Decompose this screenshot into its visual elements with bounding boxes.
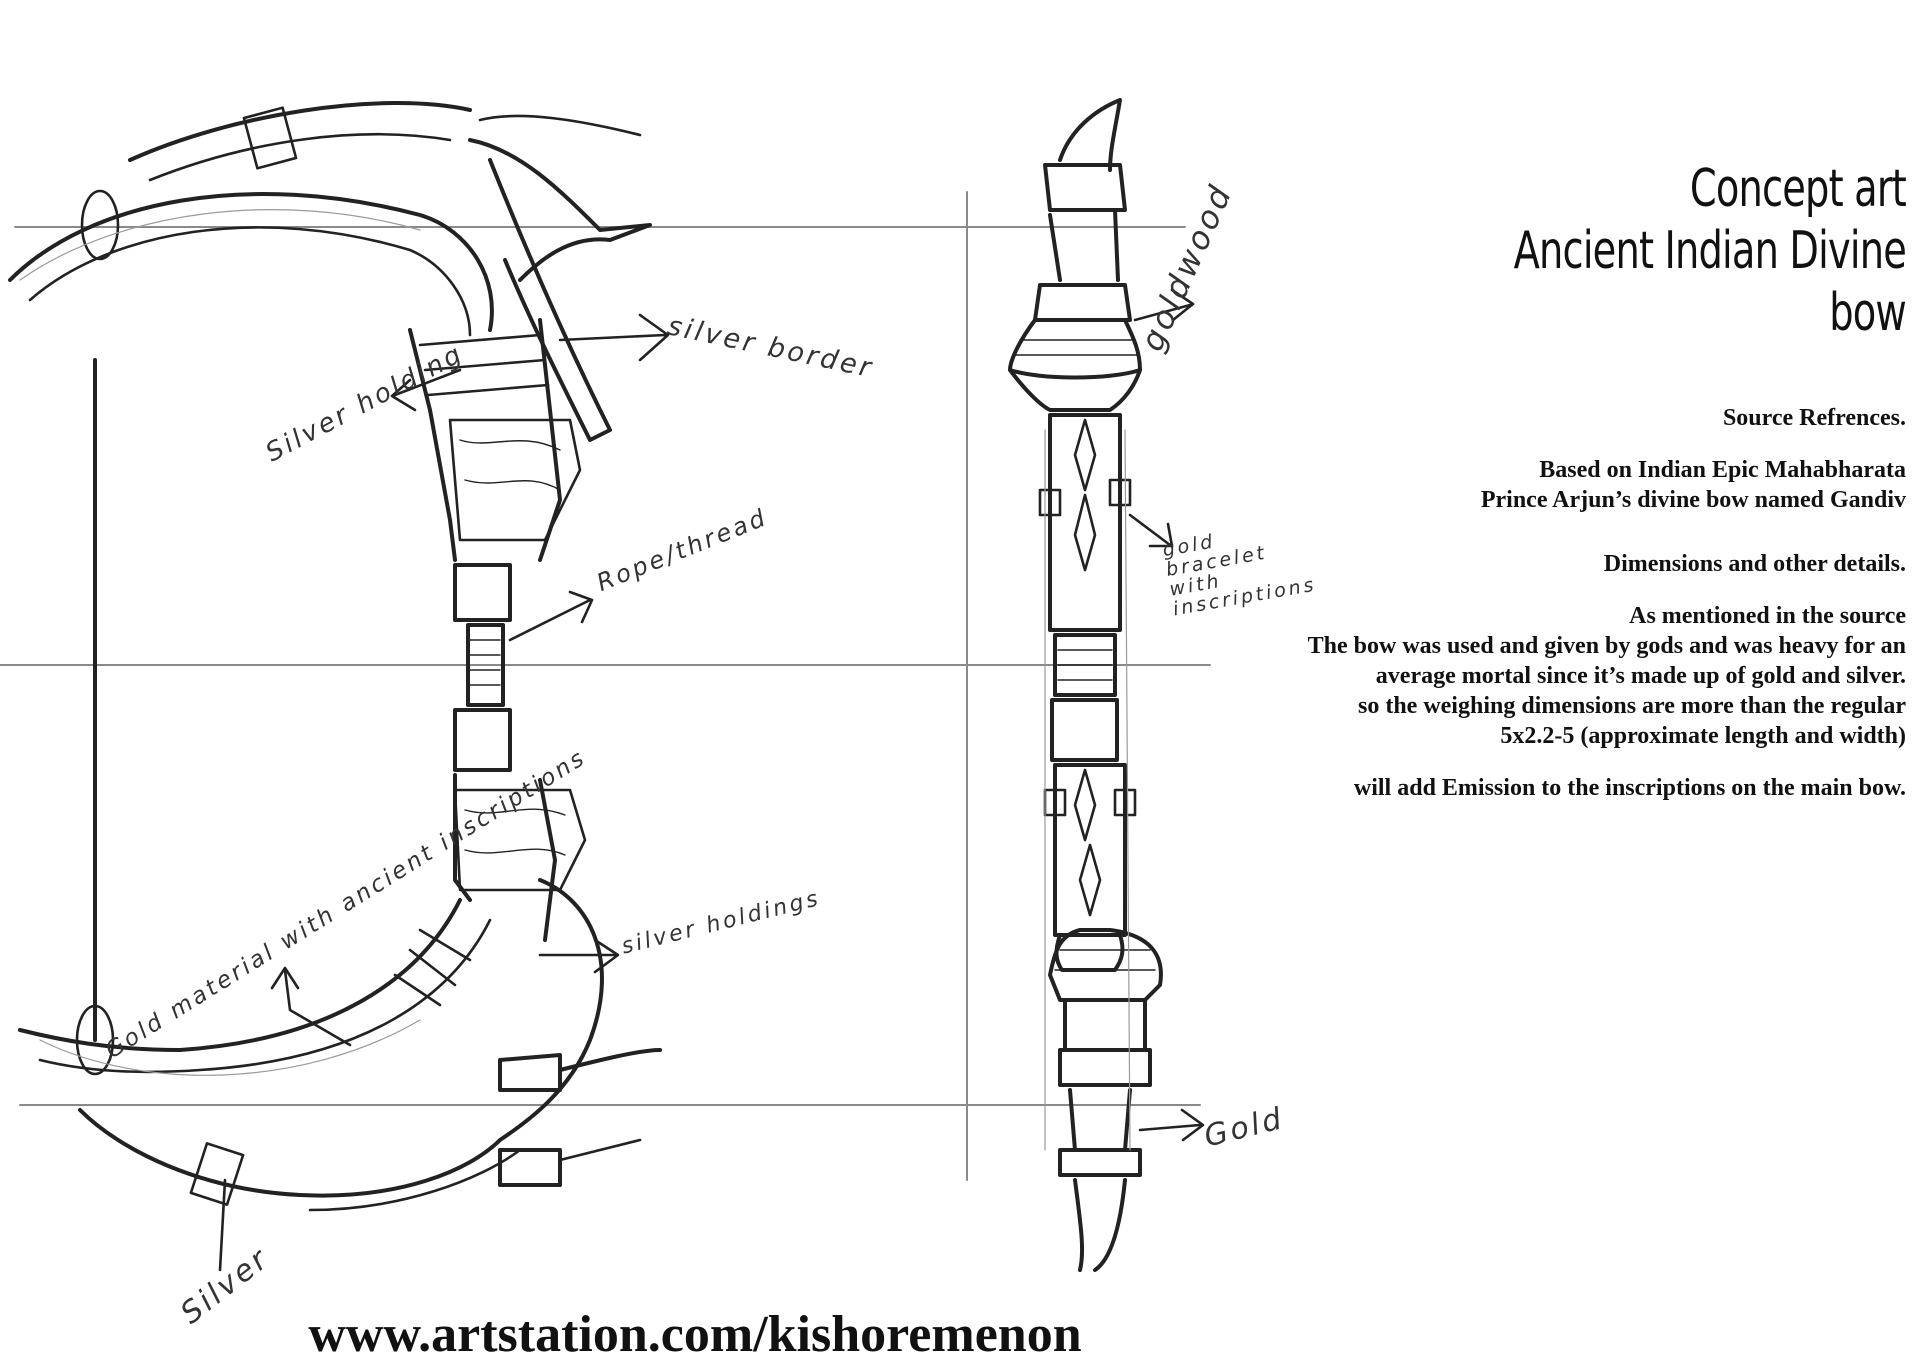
side-construction-lines [1044,429,1131,1151]
arrow-silver-holding-top [390,368,462,412]
bow-side-view [1008,98,1163,1272]
side-bulb-top [1008,318,1142,380]
top-claw [468,138,652,282]
side-bulb-top-lines [1014,339,1139,356]
bottom-band [189,1142,245,1206]
arrow-gold-bracelet [1128,513,1174,548]
grip-cap-bottom [453,708,512,772]
side-diamonds-bottom [1073,768,1102,917]
top-upper-prong [128,101,472,162]
top-upper-prong-inner [148,133,452,182]
top-limb-inner [28,226,472,337]
side-bulb-bottom [1048,928,1163,1002]
arrow-silver-bottom [218,1178,227,1272]
riser-engraving-top [459,439,561,491]
details-line-2: The bow was used and given by gods and w… [1307,633,1906,659]
top-limb-outer [8,192,494,332]
bottom-clasp [498,1053,562,1092]
side-grip-bottom [1050,698,1119,762]
side-bulb-bottom-lines [1054,949,1156,971]
side-ring-bottom [1058,1148,1142,1177]
source-line-2: Prince Arjun’s divine bow named Gandiv [1480,487,1906,513]
riser-right-bottom [538,778,557,942]
details-line-5: 5x2.2-5 (approximate length and width) [1500,723,1906,749]
riser-wrap-top [418,333,550,397]
top-spike [488,158,612,442]
side-tip-bottom [1073,1178,1127,1272]
details-line-1: As mentioned in the source [1629,603,1906,629]
top-band [242,106,298,170]
source-heading: Source Refrences. [1722,405,1906,431]
bottom-hook [498,878,604,1142]
side-cap-top [1043,163,1127,212]
riser-left-top [408,328,457,562]
bottom-lower-prong-inner [308,1148,522,1212]
bottom-limb-outer [18,898,462,1052]
details-line-3: average mortal since it’s made up of gol… [1375,663,1906,689]
side-crown-top [1033,283,1132,322]
details-line-4: so the weighing dimensions are more than… [1357,693,1906,719]
top-string-knot [80,189,120,261]
side-studs-top [1038,478,1132,517]
arrow-gold-bottom [1138,1108,1205,1142]
grip-cap-top [453,563,512,622]
side-tip-top [1058,98,1122,172]
side-shaft-bottom [1063,998,1147,1052]
emission-line: will add Emission to the inscriptions on… [1353,775,1906,801]
side-lower-neck [1068,1088,1132,1152]
bottom-string-knot [75,1004,115,1076]
bottom-whisker [558,1048,662,1072]
bottom-lower-prong [78,1108,502,1198]
bow-front-view [8,101,662,1212]
bottom-whisker-lower [558,1138,642,1162]
dimensions-heading: Dimensions and other details. [1603,551,1906,577]
side-bulb-top-lower [1008,368,1142,412]
bottom-clasp-lower [498,1148,562,1187]
grip-rope-lines [469,639,501,686]
grip-rope [466,623,505,707]
source-line-1: Based on Indian Epic Mahabharata [1539,457,1906,483]
arrow-rope-thread [508,590,594,642]
riser-engraving-bottom [464,808,566,856]
annotation-arrows-front [218,313,670,1272]
side-inscription-panel-bottom [1053,763,1127,937]
side-grip-lines [1057,649,1113,681]
bottom-limb-wrap [393,928,472,1007]
notes-block: Source Refrences. Based on Indian Epic M… [1086,403,1906,803]
title-block: Concept art Ancient Indian Divine bow [1346,158,1907,344]
side-inscription-panel-top [1048,413,1122,632]
side-neck-bottom [1054,933,1125,972]
side-neck-top [1048,208,1120,282]
side-grip-top [1053,633,1117,697]
top-whisker [478,114,642,137]
construction-lines [19,209,421,1076]
arrow-silver-border [558,313,670,362]
title-line-2: Ancient Indian Divine bow [1513,221,1907,343]
title-line-1: Concept art [1689,159,1907,219]
annotation-arrows-side [1128,288,1205,1142]
side-cap-bottom [1058,1048,1152,1087]
side-diamonds-top [1073,418,1097,572]
arrow-silver-holdings [538,938,620,974]
footer-url: www.artstation.com/kishoremenon [308,1306,1082,1363]
arrow-goldwood [1133,288,1195,322]
arrow-gold-material [270,966,352,1047]
riser-block-top [448,418,582,542]
riser-block-bottom [453,788,587,892]
guide-lines [0,191,1211,1181]
